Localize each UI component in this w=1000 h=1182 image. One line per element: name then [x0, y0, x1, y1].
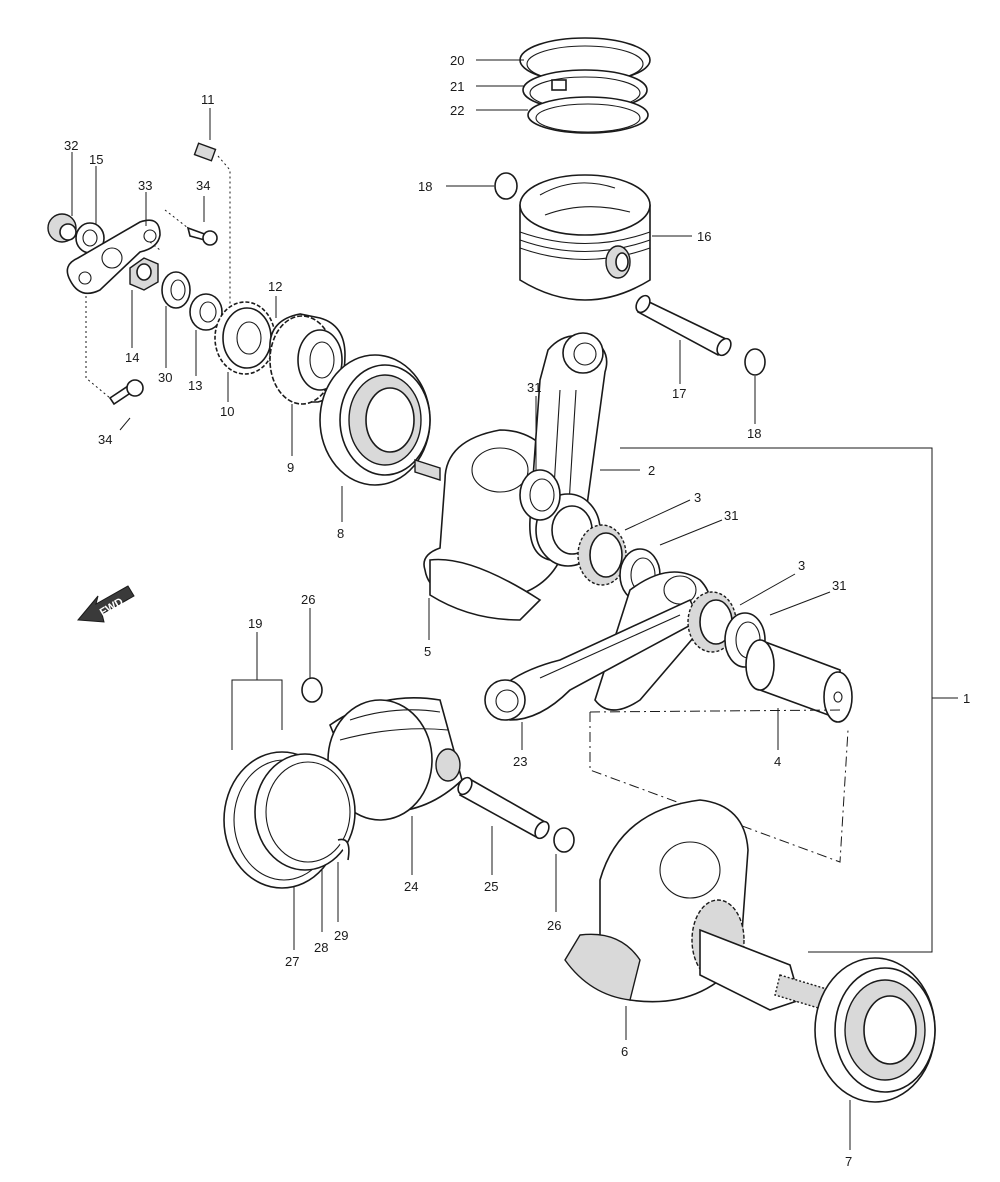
- callout-labels: 20 21 22 18 16 17 18 11 32 15 33 34 14 3…: [64, 53, 970, 1169]
- callout-13: 13: [188, 378, 202, 393]
- callout-22: 22: [450, 103, 464, 118]
- lower-piston-ring-set: [223, 751, 356, 889]
- callout-27: 27: [285, 954, 299, 969]
- callout-18-lower: 18: [747, 426, 761, 441]
- upper-piston: [519, 174, 651, 301]
- callout-31-top: 31: [527, 380, 541, 395]
- callout-18-upper: 18: [418, 179, 432, 194]
- callout-3-lower: 3: [798, 558, 805, 573]
- callout-33: 33: [138, 178, 152, 193]
- upper-circlip-left: [494, 172, 518, 200]
- fwd-label: FWD: [98, 596, 126, 619]
- upper-circlip-right: [744, 348, 766, 376]
- right-crankshaft-half: [564, 799, 831, 1011]
- callout-10: 10: [220, 404, 234, 419]
- leader-lines: [71, 59, 851, 1150]
- callout-4: 4: [774, 754, 781, 769]
- upper-piston-ring-set: [519, 37, 651, 134]
- callout-25: 25: [484, 879, 498, 894]
- callout-12: 12: [268, 279, 282, 294]
- lower-circlip-left: [301, 677, 323, 703]
- lower-circlip-right: [553, 827, 575, 853]
- callout-23: 23: [513, 754, 527, 769]
- callout-1: 1: [963, 691, 970, 706]
- callout-5: 5: [424, 644, 431, 659]
- callout-26-lower: 26: [547, 918, 561, 933]
- bracket-1: [620, 447, 958, 953]
- callout-8: 8: [337, 526, 344, 541]
- callout-31-middle: 31: [724, 508, 738, 523]
- balancer-drive-gear: [214, 301, 276, 375]
- callout-9: 9: [287, 460, 294, 475]
- forward-direction-arrow: FWD: [76, 585, 135, 623]
- callout-7: 7: [845, 1154, 852, 1169]
- callout-29: 29: [334, 928, 348, 943]
- lower-piston-pin: [457, 776, 550, 840]
- callout-2: 2: [648, 463, 655, 478]
- callout-3-upper: 3: [694, 490, 701, 505]
- callout-20: 20: [450, 53, 464, 68]
- callout-6: 6: [621, 1044, 628, 1059]
- callout-26-upper: 26: [301, 592, 315, 607]
- primary-drive-gear: [269, 313, 346, 405]
- callout-32: 32: [64, 138, 78, 153]
- callout-15: 15: [89, 152, 103, 167]
- callout-21: 21: [450, 79, 464, 94]
- callout-30: 30: [158, 370, 172, 385]
- upper-piston-pin: [635, 294, 732, 357]
- callout-19: 19: [248, 616, 262, 631]
- callout-11: 11: [201, 92, 215, 107]
- alignment-line-upper: [589, 709, 841, 713]
- callout-17: 17: [672, 386, 686, 401]
- callout-34-lower: 34: [98, 432, 112, 447]
- callout-16: 16: [697, 229, 711, 244]
- callout-14: 14: [125, 350, 139, 365]
- lower-piston: [327, 697, 463, 821]
- balancer-drive-hardware: [47, 142, 231, 406]
- right-main-bearing: [814, 957, 936, 1103]
- bracket-19: [231, 632, 283, 750]
- callout-34-upper: 34: [196, 178, 210, 193]
- left-main-bearing: [319, 354, 431, 486]
- crankshaft-assembly: [414, 332, 853, 723]
- callout-28: 28: [314, 940, 328, 955]
- alignment-line-diagonal: [589, 712, 849, 863]
- callout-31-lower: 31: [832, 578, 846, 593]
- callout-24: 24: [404, 879, 418, 894]
